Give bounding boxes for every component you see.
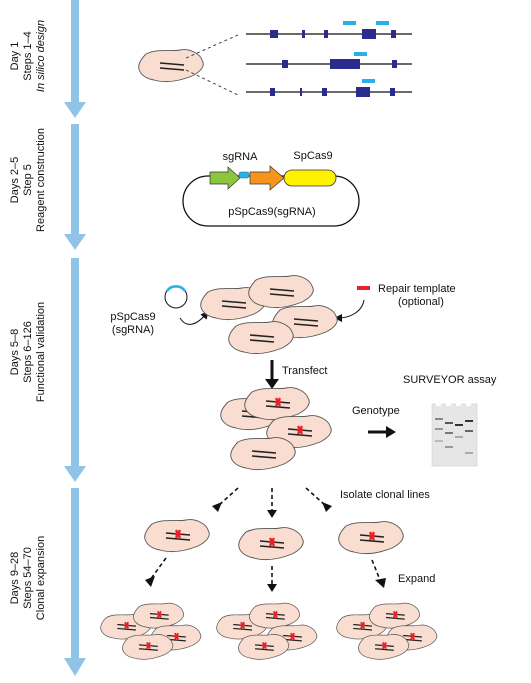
- gene-track-2: [246, 52, 412, 69]
- transfect-label: Transfect: [282, 365, 327, 377]
- stage-1-steps: Steps 1–4: [22, 31, 34, 81]
- isolate-label: Isolate clonal lines: [340, 489, 430, 501]
- stage-1-name: In silico design: [35, 20, 47, 92]
- cell: [227, 320, 295, 355]
- repair-arrow: [334, 299, 365, 322]
- genotype-label: Genotype: [352, 405, 400, 417]
- stage-2-day: Days 2–5: [9, 157, 21, 203]
- sgrna-label: sgRNA: [223, 151, 259, 163]
- stage-label-2: Days 2–5 Step 5 Reagent construction: [9, 128, 47, 232]
- stage-4-steps: Steps 54–70: [22, 547, 34, 609]
- stage-4-name: Clonal expansion: [35, 536, 47, 620]
- stage-3-name: Functional validation: [35, 302, 47, 402]
- repair-label-1: Repair template: [378, 283, 456, 295]
- guide-marker: [343, 21, 356, 25]
- stage-arrow-3: [64, 258, 86, 482]
- cell: [229, 436, 297, 471]
- plasmid-arrow: [179, 310, 209, 325]
- spcas9-shape: [283, 169, 337, 187]
- clonal-section: Isolate clonal lines Expand: [101, 487, 437, 659]
- expand-label: Expand: [398, 573, 435, 585]
- repair-template-icon: [357, 286, 370, 290]
- stage-3-steps: Steps 6–126: [22, 321, 34, 383]
- cbh-promoter-shape: [249, 165, 285, 191]
- timeline-arrows: [64, 0, 86, 676]
- stage-3-day: Days 5–8: [9, 329, 21, 375]
- expand-arrow: [149, 557, 167, 581]
- gene-track-3: [246, 79, 412, 97]
- clone-cell: [239, 528, 304, 560]
- guide-marker: [376, 21, 389, 25]
- stage-4-day: Days 9–28: [9, 552, 21, 605]
- stage-arrow-4: [64, 488, 86, 676]
- expand-arrow: [371, 559, 381, 581]
- colony-3: [337, 603, 437, 659]
- surveyor-label: SURVEYOR assay: [403, 374, 497, 386]
- stage-arrow-2: [64, 124, 86, 250]
- colony-2: [217, 603, 317, 659]
- stage-arrow-1: [64, 0, 86, 118]
- stage-label-1: Day 1 Steps 1–4 In silico design: [9, 20, 47, 92]
- sgRNA-shape: [238, 171, 250, 179]
- surveyor-gel: [431, 400, 478, 467]
- spcas9-label: SpCas9: [293, 150, 332, 162]
- plasmid-map: sgRNA SpCas9 pSpCas9(sgRNA): [182, 150, 360, 227]
- stage-2-name: Reagent construction: [35, 128, 47, 232]
- design-section: [137, 21, 412, 97]
- u6-promoter-shape: [209, 166, 241, 190]
- stage-label-3: Days 5–8 Steps 6–126 Functional validati…: [9, 302, 47, 402]
- zoom-line-top: [185, 33, 241, 59]
- transfect-plasmid-label-2: (sgRNA): [112, 324, 154, 336]
- colony-1: [101, 603, 201, 659]
- cell: [247, 274, 315, 309]
- mutated-cell: [245, 388, 310, 420]
- stage-2-steps: Step 5: [22, 164, 34, 196]
- zoom-line-bottom: [185, 69, 241, 97]
- stage-1-day: Day 1: [9, 42, 21, 71]
- clone-cell: [339, 522, 404, 554]
- validation-section: pSpCas9 (sgRNA) Repair template (optiona…: [110, 274, 497, 471]
- plasmid-name: pSpCas9(sgRNA): [228, 206, 315, 218]
- stage-label-4: Days 9–28 Steps 54–70 Clonal expansion: [9, 536, 47, 620]
- gene-track-1: [246, 21, 412, 39]
- repair-label-2: (optional): [398, 296, 444, 308]
- guide-marker: [354, 52, 367, 56]
- guide-marker: [362, 79, 375, 83]
- clone-cell: [145, 520, 210, 552]
- transfect-plasmid-label-1: pSpCas9: [110, 311, 155, 323]
